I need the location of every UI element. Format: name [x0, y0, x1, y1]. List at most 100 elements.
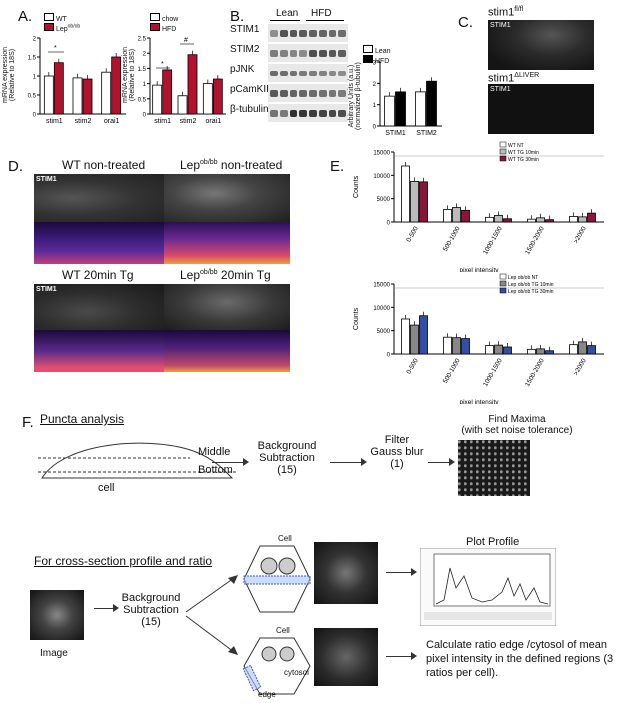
x-axis-label: pixel intensity: [459, 399, 499, 404]
category-label: 1500-2000: [524, 225, 546, 256]
bar: [569, 216, 578, 223]
bar: [545, 219, 554, 223]
y-tick-label: 0: [387, 353, 391, 359]
y-tick-label: 1: [143, 82, 147, 88]
bar: [587, 212, 596, 223]
blot-band: [328, 89, 337, 97]
bar: [43, 75, 54, 115]
f-find-l1: Find Maxima: [488, 414, 546, 425]
blot-band: [279, 49, 288, 57]
f-cross-title: For cross-section profile and ratio: [34, 554, 213, 568]
f-bg-sub-2-l3: (15): [141, 616, 161, 628]
cell-diagram-puncta: [38, 442, 236, 479]
arrow-4-head: [113, 604, 119, 612]
blot-band: [318, 89, 327, 97]
category-label: stim2: [75, 118, 92, 125]
arrow-4-line: [94, 608, 116, 609]
blot-band: [270, 49, 278, 57]
blot-band: [270, 29, 278, 37]
d-wt-nt-heatmap: [34, 222, 164, 264]
bar: [461, 338, 470, 355]
f-bottom-label: Bottom: [198, 464, 233, 476]
blot-row: [268, 24, 348, 42]
blot-band: [338, 49, 346, 57]
bar: [162, 69, 173, 115]
panel-c-title2: stim1ΔLIVER: [488, 72, 539, 85]
bar: [536, 348, 545, 355]
y-tick-label: 1: [33, 75, 37, 81]
d-title-wt-tg: WT 20min Tg: [62, 268, 134, 282]
blot-band: [309, 89, 317, 97]
ylabel-a-left-l2: (Relative to 18S): [9, 48, 16, 102]
bar: [503, 346, 512, 355]
legend-lep-sup: ob/ob: [67, 23, 81, 30]
blot-row: [268, 104, 348, 122]
bar: [452, 207, 461, 223]
c-title2-sup: ΔLIVER: [514, 72, 540, 79]
category-label: 1500-2000: [524, 357, 546, 388]
legend-label: Lep ob/ob TG 10min: [508, 282, 554, 288]
nucleus-1: [260, 557, 278, 575]
blot-hfd-line: [306, 20, 344, 21]
blot-hfd-label: HFD: [311, 8, 332, 19]
bar: [443, 209, 452, 223]
bar: [578, 341, 587, 355]
f-bg-sub-2-l1: Background: [121, 592, 181, 604]
bar: [152, 84, 163, 115]
y-tick-label: 1.5: [138, 67, 147, 73]
blot-label-pcamkii: pCamKII: [230, 84, 269, 95]
blot-lean-label: Lean: [276, 8, 299, 19]
c-img1-label: STIM1: [490, 22, 511, 29]
bar: [536, 217, 545, 223]
bar: [415, 91, 426, 127]
blot-band: [289, 70, 298, 76]
legend-b-hfd: HFD: [374, 58, 390, 65]
legend-label: WT NT: [508, 143, 524, 149]
blot-band: [338, 29, 346, 37]
arrow-1-head: [243, 458, 249, 466]
blot-band: [328, 70, 337, 76]
legend-label: Lep ob/ob TG 30min: [508, 289, 554, 295]
f-bg-sub-1-l2: Subtraction: [259, 452, 315, 464]
y-tick-label: 0: [387, 221, 391, 227]
cell-hexagon-top: [243, 545, 311, 613]
maxima-image: [458, 440, 530, 496]
blot-band: [309, 70, 317, 76]
y-tick-label: 2: [33, 37, 37, 43]
f-bg-sub-2: Background Subtraction (15): [116, 592, 186, 628]
y-tick-label: 1.5: [28, 56, 37, 62]
blot-band: [289, 29, 298, 37]
bar: [395, 91, 406, 127]
bar: [419, 315, 428, 355]
category-label: >2000: [573, 357, 588, 377]
ylabel-b-l2: (normalized β-tubulin): [355, 62, 362, 130]
d-lep-nt-image: [164, 174, 290, 222]
panel-label-e: E.: [330, 158, 345, 175]
arrow-3-head: [449, 458, 455, 466]
legend-hfd: HFD: [161, 26, 177, 33]
cross-section-image: [314, 542, 378, 604]
legend-b: Lean HFD: [363, 45, 391, 65]
bar: [101, 71, 112, 115]
bar: [527, 218, 536, 223]
bar: [410, 324, 419, 355]
blot-band: [309, 29, 317, 37]
branch-arrows: [185, 575, 238, 655]
c-title2-text: stim1: [488, 72, 515, 85]
branch-arrow-up-head: [228, 575, 238, 584]
d-lep-nt-sup: ob/bb: [200, 159, 218, 166]
arrow-3-line: [428, 462, 452, 463]
legend-label: WT TG 30min: [508, 157, 539, 163]
blot-band: [270, 89, 278, 97]
blot-band: [279, 29, 288, 37]
bar: [53, 62, 64, 115]
f-filter-l2: Gauss blur: [370, 446, 424, 458]
arrow-2-head: [361, 458, 367, 466]
nucleus-4: [279, 646, 295, 662]
y-tick-label: 0: [373, 125, 377, 131]
plot-profile-chart: [420, 548, 556, 626]
d-lep-nt-suffix: non-treated: [217, 158, 283, 172]
legend-swatch: [499, 280, 507, 287]
cell-outline: [41, 442, 234, 479]
